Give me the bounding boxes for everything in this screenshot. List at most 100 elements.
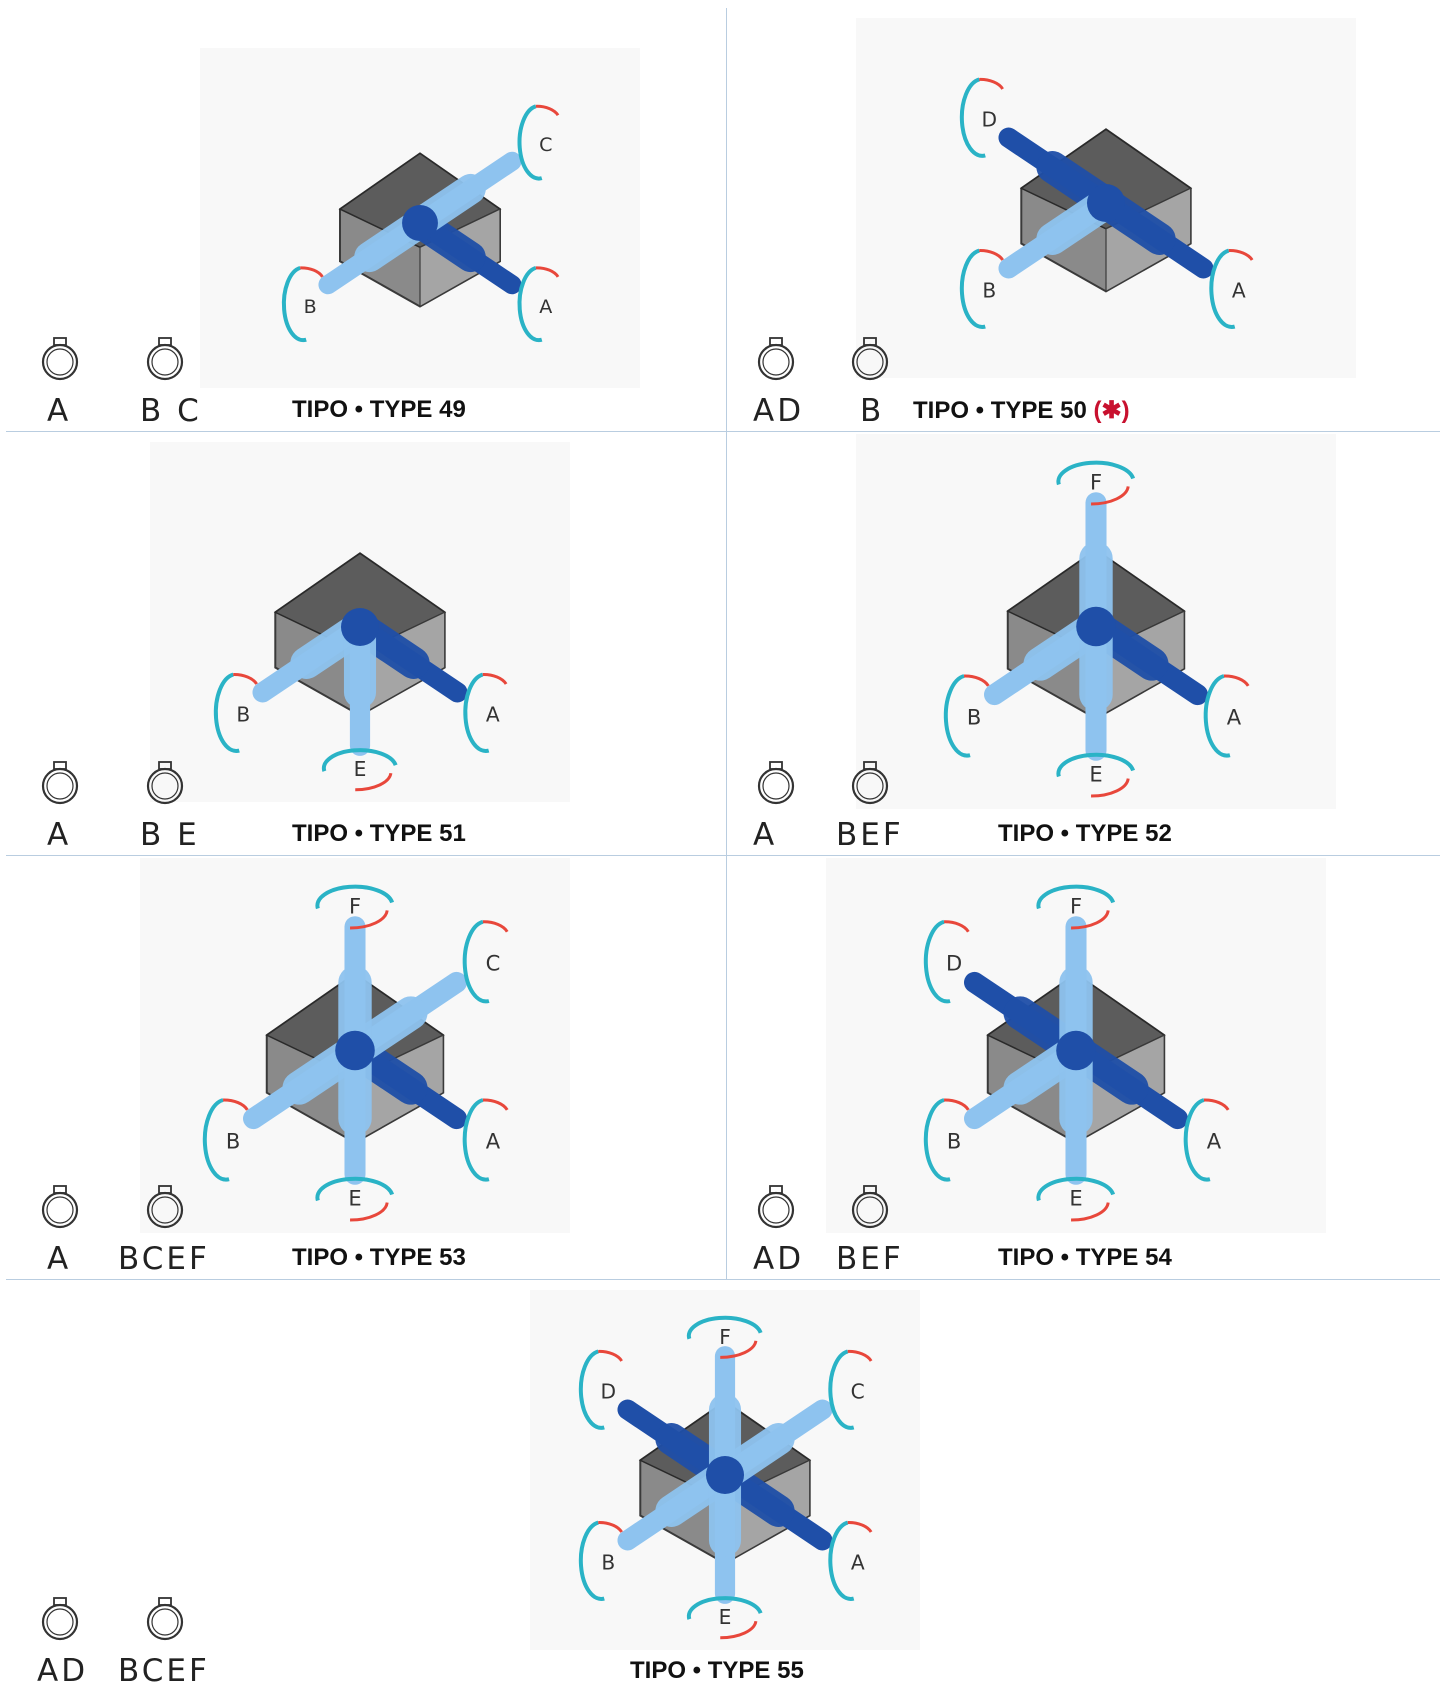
gearbox-type-54: A B D E F AD BEF TIPO • TYPE 54: [726, 856, 1446, 1280]
shaft-letter: F: [349, 893, 361, 918]
snap-ring-icon: [145, 336, 185, 382]
type-label: TIPO • TYPE 52: [998, 820, 1172, 847]
ring-label-right: B E: [140, 817, 200, 853]
shaft-letter: B: [304, 296, 317, 318]
type-label: TIPO • TYPE 54: [998, 1244, 1172, 1271]
shaft-letter: B: [967, 705, 981, 730]
gearbox-illustration: A B D: [856, 18, 1356, 378]
shaft-letter: B: [226, 1129, 240, 1154]
type-title: TIPO • TYPE 50 (✱): [913, 396, 1130, 425]
shaft-letter: F: [1090, 469, 1102, 494]
shaft-letter: E: [354, 757, 367, 781]
shaft-letter: B: [947, 1129, 961, 1154]
ring-label-right: BEF: [836, 1241, 904, 1277]
shaft-letter: E: [1069, 1186, 1082, 1211]
rotation-arrow-icon: D: [959, 77, 1004, 158]
snap-ring-icon: [40, 336, 80, 382]
shaft-letter: D: [981, 107, 997, 131]
rotation-arrow-icon: B: [202, 1098, 249, 1182]
shaft-letter: B: [601, 1551, 615, 1575]
type-title: TIPO • TYPE 53: [292, 1244, 466, 1272]
rotation-arrow-icon: F: [686, 1315, 763, 1359]
type-label: TIPO • TYPE 55: [630, 1657, 804, 1684]
snap-ring-icon: [850, 336, 890, 382]
shaft-letter: B: [236, 703, 250, 727]
rotation-arrow-icon: D: [578, 1349, 623, 1430]
snap-ring-icon: [850, 1184, 890, 1230]
ring-label-right: B: [860, 393, 885, 429]
gearbox-illustration: A B C D E F: [530, 1290, 920, 1650]
snap-ring-icon: [145, 760, 185, 806]
ring-label-left: A: [47, 393, 72, 429]
rotation-arrow-icon: A: [1209, 248, 1254, 329]
ring-label-right: B C: [140, 393, 202, 429]
gearbox-illustration: A B C E F: [140, 858, 570, 1233]
shaft-letter: E: [719, 1605, 732, 1629]
rotation-arrow-icon: B: [959, 248, 1004, 329]
snap-ring-icon: [850, 760, 890, 806]
ring-label-left: A: [753, 817, 778, 853]
gearbox-type-50: A B D A D B TIPO • TYPE 50 (✱): [726, 8, 1446, 432]
rotation-arrow-icon: A: [828, 1520, 873, 1601]
shaft-letter: A: [539, 296, 552, 318]
shaft-letter: C: [486, 950, 501, 975]
rotation-arrow-icon: C: [462, 919, 509, 1004]
shaft-letter: F: [719, 1325, 731, 1349]
shaft-letter: A: [1232, 279, 1246, 303]
snap-ring-icon: [756, 336, 796, 382]
rotation-arrow-icon: F: [1036, 884, 1116, 930]
shaft-letter: E: [1089, 762, 1102, 787]
snap-ring-icon: [145, 1184, 185, 1230]
row-divider-2: [6, 855, 1440, 856]
rotation-arrow-icon: A: [1203, 674, 1250, 758]
ring-label-right: BCEF: [118, 1653, 210, 1689]
type-title: TIPO • TYPE 55: [630, 1657, 804, 1685]
rotation-arrow-icon: A: [462, 1098, 509, 1182]
shaft-letter: F: [1070, 893, 1082, 918]
shaft-letter: D: [600, 1379, 616, 1403]
rotation-arrow-icon: C: [828, 1349, 873, 1430]
shaft-letter: A: [486, 703, 500, 727]
gearbox-illustration: A B E: [150, 442, 570, 802]
ring-label-left: A: [47, 817, 72, 853]
type-title: TIPO • TYPE 49: [292, 396, 466, 424]
ring-label-left: AD: [37, 1653, 89, 1689]
rotation-arrow-icon: B: [923, 1098, 970, 1182]
type-title: TIPO • TYPE 51: [292, 820, 466, 848]
rotation-arrow-icon: B: [213, 672, 258, 753]
rotation-arrow-icon: E: [686, 1596, 763, 1640]
gearbox-illustration: A B E F: [856, 434, 1336, 809]
rotation-arrow-icon: E: [315, 1176, 395, 1222]
rotation-arrow-icon: D: [923, 919, 970, 1004]
shaft-letter: D: [946, 950, 962, 975]
footnote-mark: (✱): [1093, 397, 1130, 424]
gearbox-type-51: A B E A B E TIPO • TYPE 51: [0, 432, 720, 856]
rotation-arrow-icon: E: [1036, 1176, 1116, 1222]
snap-ring-icon: [756, 1184, 796, 1230]
rotation-arrow-icon: A: [1183, 1098, 1230, 1182]
ring-label-right: BEF: [836, 817, 904, 853]
type-title: TIPO • TYPE 52: [998, 820, 1172, 848]
rotation-arrow-icon: B: [943, 674, 990, 758]
ring-label-left: AD: [753, 1241, 805, 1277]
snap-ring-icon: [145, 1596, 185, 1642]
rotation-arrow-icon: B: [578, 1520, 623, 1601]
shaft-letter: A: [1227, 705, 1242, 730]
shaft-letter: E: [348, 1186, 361, 1211]
row-divider-1: [6, 431, 1440, 432]
type-label: TIPO • TYPE 51: [292, 820, 466, 847]
gearbox-type-55: A B C D E F AD BCEF TIPO • TYPE 55: [0, 1280, 1440, 1692]
type-label: TIPO • TYPE 50: [913, 397, 1087, 424]
type-label: TIPO • TYPE 53: [292, 1244, 466, 1271]
rotation-arrow-icon: A: [517, 265, 560, 343]
vertical-divider: [726, 8, 727, 1279]
snap-ring-icon: [40, 1596, 80, 1642]
rotation-arrow-icon: F: [315, 884, 395, 930]
snap-ring-icon: [756, 760, 796, 806]
ring-label-right: BCEF: [118, 1241, 210, 1277]
shaft-letter: A: [851, 1551, 865, 1575]
